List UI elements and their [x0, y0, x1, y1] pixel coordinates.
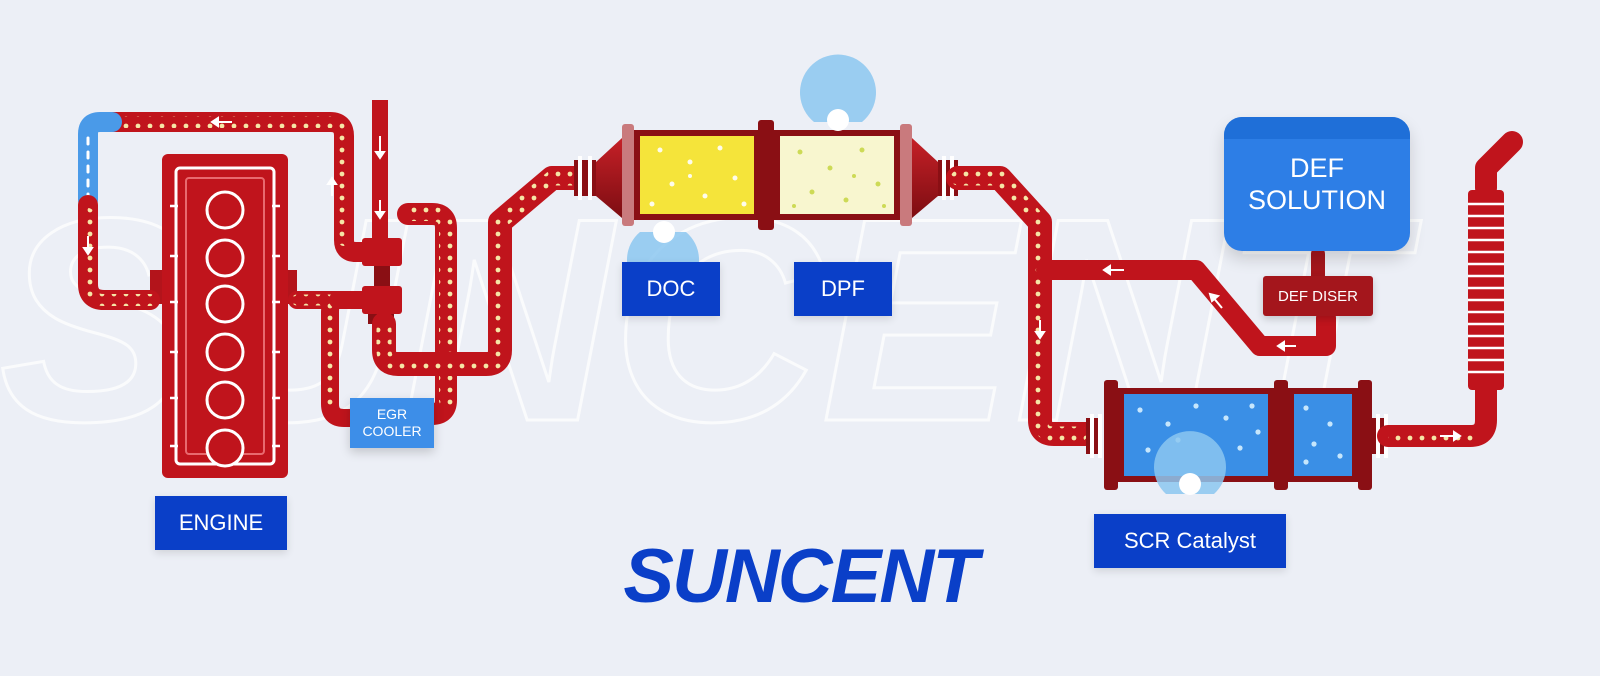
muffler-coil	[1468, 190, 1504, 390]
def-tank-cap	[1224, 117, 1410, 139]
def-doser-label: DEF DISER	[1263, 276, 1373, 316]
arrow-icon	[82, 116, 1462, 442]
doc-dpf-housing	[574, 54, 958, 296]
egr-loop-pipe	[372, 166, 604, 425]
def-solution-tank: DEF SOLUTION	[1224, 117, 1410, 251]
egr-cooler-label: EGR COOLER	[350, 398, 434, 448]
def-solution-line1: DEF	[1290, 153, 1344, 183]
brand-logo: SUNCENT	[623, 533, 978, 619]
def-injection-line	[1036, 247, 1336, 356]
def-solution-line2: SOLUTION	[1247, 185, 1387, 215]
scr-catalyst-label: SCR Catalyst	[1094, 514, 1286, 568]
egr-cooler-label-line1: EGR	[376, 406, 408, 422]
dpf-label: DPF	[794, 262, 892, 316]
dpf-to-scr-pipe	[946, 166, 1098, 446]
egr-cooler-label-line2: COOLER	[362, 423, 422, 439]
doc-label: DOC	[622, 262, 720, 316]
turbo-valve	[362, 100, 417, 324]
scr-housing	[1086, 380, 1388, 495]
engine-label: ENGINE	[155, 496, 287, 550]
intake-pipe	[78, 112, 376, 310]
engine-block	[150, 154, 297, 478]
